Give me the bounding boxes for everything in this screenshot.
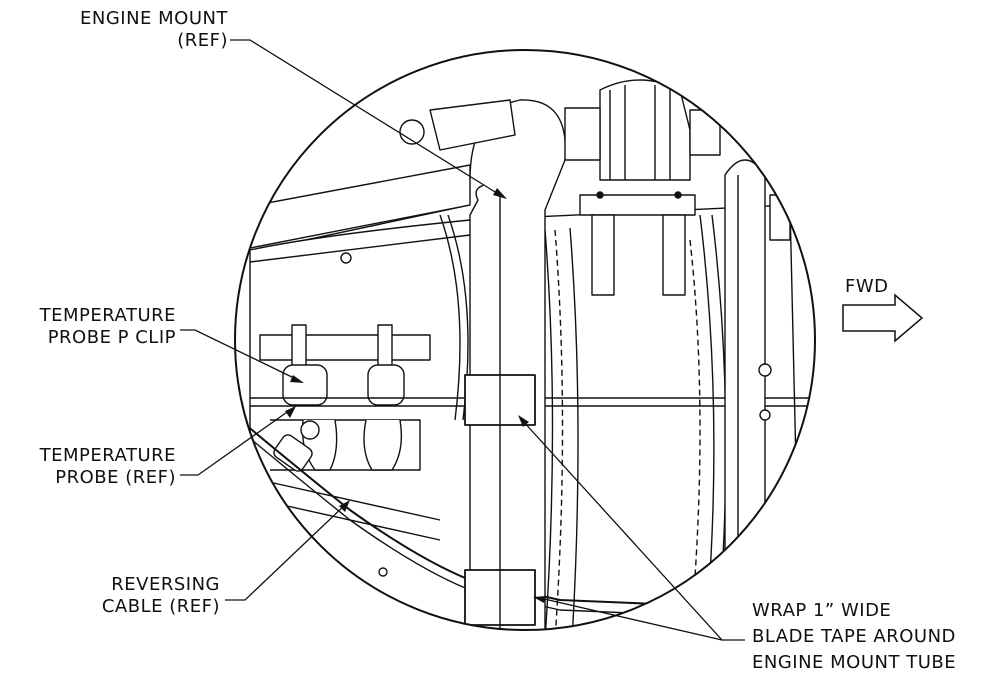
label-temperature-probe-line1: TEMPERATURE: [39, 445, 176, 466]
label-reversing-cable: REVERSING CABLE (REF): [40, 574, 220, 618]
detail-view-contents: [235, 79, 810, 630]
arrowhead-temp-probe: [285, 406, 296, 418]
arrowhead-tape-upper: [518, 415, 529, 427]
label-tape-note: WRAP 1” WIDE BLADE TAPE AROUND ENGINE MO…: [752, 598, 956, 676]
leader-tape-lower: [539, 597, 723, 641]
leader-temp-probe-clip: [180, 329, 299, 381]
arrowheads: [285, 188, 546, 603]
label-temperature-probe-line2: PROBE (REF): [55, 467, 176, 488]
engine-mount-tube-right: [724, 159, 766, 630]
label-temperature-probe-clip: TEMPERATURE PROBE P CLIP: [0, 305, 176, 349]
label-fwd: FWD: [845, 276, 889, 298]
label-reversing-cable-line1: REVERSING: [111, 574, 220, 595]
label-engine-mount-line2: (REF): [177, 30, 228, 51]
label-temperature-probe: TEMPERATURE PROBE (REF): [0, 445, 176, 489]
label-engine-mount-line1: ENGINE MOUNT: [80, 8, 228, 29]
arrowhead-reversing-cable: [339, 500, 350, 512]
label-tape-note-line2: BLADE TAPE AROUND: [752, 626, 956, 647]
arrowhead-tape-lower: [533, 596, 546, 603]
temperature-probe-assembly: [273, 324, 405, 472]
leader-reversing-cable: [225, 504, 346, 601]
leader-temp-probe: [180, 409, 291, 476]
lower-bracket: [259, 334, 431, 361]
leader-lines: [180, 39, 745, 641]
label-engine-mount: ENGINE MOUNT (REF): [50, 8, 228, 52]
label-temperature-probe-clip-line1: TEMPERATURE: [39, 305, 176, 326]
label-temperature-probe-clip-line2: PROBE P CLIP: [47, 327, 176, 348]
label-tape-note-line1: WRAP 1” WIDE: [752, 600, 892, 621]
label-reversing-cable-line2: CABLE (REF): [101, 596, 220, 617]
leader-engine-mount: [230, 39, 501, 196]
label-tape-note-line3: ENGINE MOUNT TUBE: [752, 652, 957, 673]
mount-isolator: [564, 79, 721, 296]
arrowhead-temp-probe-clip: [290, 375, 304, 383]
reversing-cable: [239, 419, 801, 611]
forward-arrow-icon: [842, 293, 924, 343]
label-fwd-text: FWD: [845, 276, 889, 297]
detail-view-circle: [234, 49, 816, 631]
arrowhead-engine-mount: [493, 188, 507, 199]
